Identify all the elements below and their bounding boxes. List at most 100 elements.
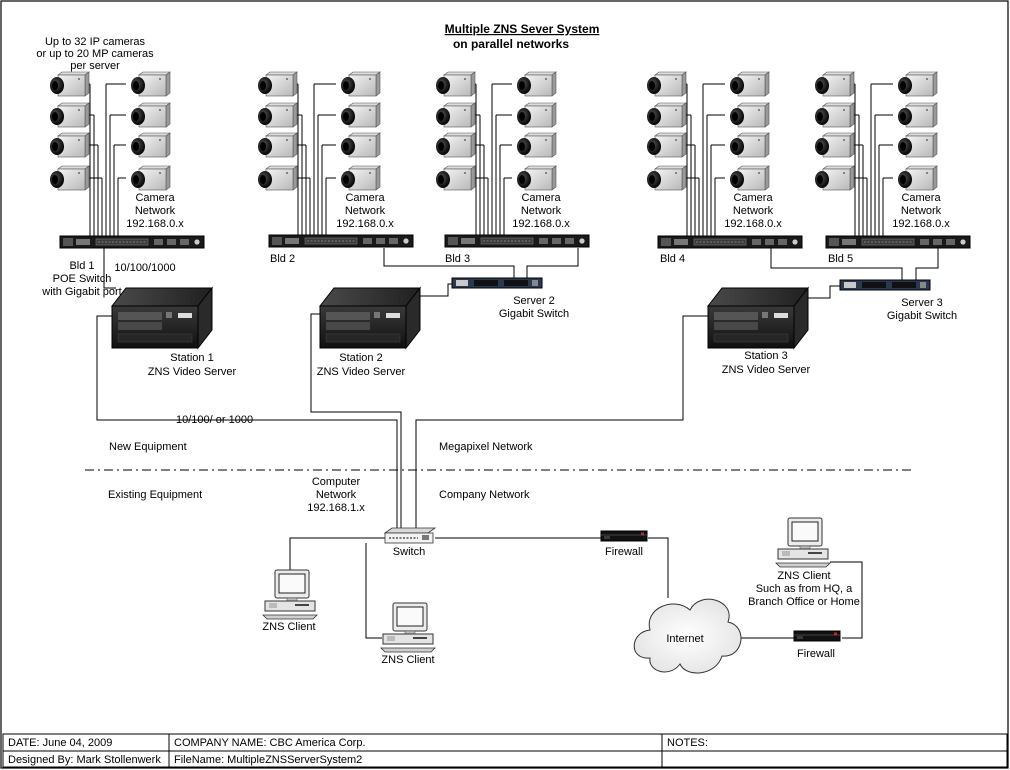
ip-camera-icon <box>49 102 90 128</box>
firewall-label-1: Firewall <box>605 546 643 558</box>
bld4-label: Bld 4 <box>660 253 685 265</box>
zns-client-label-2: ZNS Client <box>381 654 434 666</box>
ip-camera-icon <box>257 132 298 158</box>
computer-network-label: Computer Network 192.168.1.x <box>307 476 365 514</box>
ip-camera-icon <box>435 71 476 97</box>
bld1-label-line-2: POE Switch <box>53 273 112 285</box>
ip-camera-icon <box>435 132 476 158</box>
camera-note-line-2: or up to 20 MP cameras <box>36 48 154 60</box>
server3-switch-label-line-2: Gigabit Switch <box>887 310 957 322</box>
ip-camera-icon <box>897 132 938 158</box>
ip-camera-icon <box>516 102 557 128</box>
svg-text:Network: Network <box>733 205 774 217</box>
svg-text:ZNS Video Server: ZNS Video Server <box>722 364 811 376</box>
svg-text:192.168.1.x: 192.168.1.x <box>307 502 365 514</box>
svg-text:Station 2: Station 2 <box>339 352 382 364</box>
ip-camera-icon <box>516 71 557 97</box>
svg-text:Network: Network <box>135 205 176 217</box>
ip-camera-icon <box>257 102 298 128</box>
server2-switch-label-line-1: Server 2 <box>513 295 555 307</box>
camera-group-bld3 <box>435 71 557 236</box>
svg-text:Camera: Camera <box>521 192 561 204</box>
ip-camera-icon <box>729 132 770 158</box>
ip-camera-icon <box>130 102 171 128</box>
title-block-designer: Designed By: Mark Stollenwerk <box>8 754 161 766</box>
camera-network-label-4: Camera Network 192.168.0.x <box>724 192 782 230</box>
internet-label: Internet <box>666 633 703 645</box>
zone-megapixel-network: Megapixel Network <box>439 441 533 453</box>
ip-camera-icon <box>340 102 381 128</box>
network-wiring <box>96 248 939 639</box>
pc-icon <box>775 517 831 568</box>
ip-camera-icon <box>435 165 476 191</box>
camera-network-label-2: Camera Network 192.168.0.x <box>336 192 394 230</box>
station2-label: Station 2 ZNS Video Server <box>317 352 406 378</box>
svg-text:192.168.0.x: 192.168.0.x <box>126 218 184 230</box>
ip-camera-icon <box>897 102 938 128</box>
station3-label: Station 3 ZNS Video Server <box>722 350 811 376</box>
bld5-switch-icon <box>825 235 971 249</box>
ip-camera-icon <box>646 165 687 191</box>
bld1-label-line-3: with Gigabit port <box>41 286 121 298</box>
ip-camera-icon <box>646 102 687 128</box>
ip-camera-icon <box>130 71 171 97</box>
ip-camera-icon <box>340 132 381 158</box>
svg-text:Camera: Camera <box>345 192 385 204</box>
ip-camera-icon <box>897 71 938 97</box>
station1-server-icon <box>111 287 213 349</box>
server2-switch-label-line-2: Gigabit Switch <box>499 308 569 320</box>
firewall-label-2: Firewall <box>797 648 835 660</box>
svg-text:ZNS Video Server: ZNS Video Server <box>317 366 406 378</box>
svg-text:192.168.0.x: 192.168.0.x <box>336 218 394 230</box>
zone-existing-equipment: Existing Equipment <box>108 489 202 501</box>
zns-client-label-1: ZNS Client <box>262 621 315 633</box>
pc-icon <box>262 569 318 620</box>
ip-camera-icon <box>646 71 687 97</box>
camera-network-label-5: Camera Network 192.168.0.x <box>892 192 950 230</box>
pc-icon <box>380 602 436 653</box>
camera-note-line-1: Up to 32 IP cameras <box>45 36 146 48</box>
zone-company-network: Company Network <box>439 489 530 501</box>
ip-camera-icon <box>516 165 557 191</box>
station1-label: Station 1 ZNS Video Server <box>148 352 237 378</box>
svg-text:192.168.0.x: 192.168.0.x <box>512 218 570 230</box>
server2-gigabit-switch-icon <box>451 277 543 289</box>
camera-group-bld4 <box>646 71 770 236</box>
ip-camera-icon <box>435 102 476 128</box>
ip-camera-icon <box>814 132 855 158</box>
ip-camera-icon <box>257 165 298 191</box>
remote-client-label: ZNS Client Such as from HQ, a Branch Off… <box>748 570 860 608</box>
bld2-switch-icon <box>268 234 414 248</box>
title-block-date: DATE: June 04, 2009 <box>8 737 112 749</box>
firewall-icon <box>600 530 648 542</box>
camera-group-bld2 <box>257 71 381 236</box>
ip-camera-icon <box>340 71 381 97</box>
ip-camera-icon <box>814 71 855 97</box>
svg-text:192.168.0.x: 192.168.0.x <box>892 218 950 230</box>
ip-camera-icon <box>814 102 855 128</box>
svg-text:Network: Network <box>521 205 562 217</box>
station1-uplink-speed: 10/100/ or 1000 <box>176 414 253 426</box>
bld1-label-line-1: Bld 1 <box>69 260 94 272</box>
server3-gigabit-switch-icon <box>839 279 931 291</box>
internet-cloud-icon <box>633 598 742 674</box>
camera-network-label-3: Camera Network 192.168.0.x <box>512 192 570 230</box>
bld1-uplink-speed: 10/100/1000 <box>114 262 175 274</box>
switch-label: Switch <box>393 546 425 558</box>
ip-camera-icon <box>897 165 938 191</box>
ip-camera-icon <box>130 165 171 191</box>
station3-server-icon <box>707 287 809 349</box>
title-line-2: on parallel networks <box>453 37 569 51</box>
ip-camera-icon <box>814 165 855 191</box>
title-block <box>2 733 1008 768</box>
bld2-label: Bld 2 <box>270 253 295 265</box>
title-block-notes: NOTES: <box>667 737 708 749</box>
camera-note-line-3: per server <box>70 60 120 72</box>
title-line-1: Multiple ZNS Sever System <box>445 22 600 36</box>
svg-text:192.168.0.x: 192.168.0.x <box>724 218 782 230</box>
ip-camera-icon <box>49 71 90 97</box>
ip-camera-icon <box>729 71 770 97</box>
bld1-poe-switch-icon <box>59 235 205 249</box>
svg-text:Computer: Computer <box>312 476 361 488</box>
